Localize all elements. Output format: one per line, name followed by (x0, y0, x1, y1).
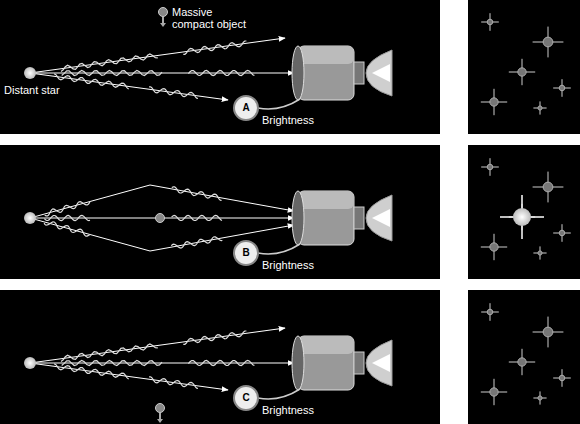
photon-wave (188, 70, 254, 75)
photon-wave (54, 364, 129, 379)
light-ray (30, 38, 285, 73)
observer-eye (366, 195, 392, 241)
photon-wave (44, 222, 90, 236)
telescope-body (298, 46, 354, 64)
telescope-aperture (292, 191, 304, 245)
compact-object (159, 8, 168, 17)
background-star (490, 243, 498, 251)
photon-wave (62, 360, 162, 365)
object-label: Massive compact object (172, 6, 252, 30)
brightness-gauge (234, 386, 258, 410)
sky-panel (468, 145, 580, 279)
photon-wave (45, 202, 90, 216)
observer-eye (366, 340, 392, 386)
observer-eye (372, 64, 390, 82)
panel-background (0, 0, 440, 134)
photon-wave (183, 331, 246, 344)
observer-eye (372, 354, 390, 372)
gauge-wire (258, 99, 300, 109)
photon-wave (44, 215, 90, 220)
background-star (490, 98, 498, 106)
panel-background (0, 290, 440, 424)
brightness-gauge (234, 96, 258, 120)
gauge-label: Brightness (262, 259, 314, 271)
gauge-wire (258, 244, 300, 254)
background-star (538, 106, 542, 110)
gauge-letter: A (235, 102, 257, 114)
gravity-arrow (159, 413, 161, 420)
gauge-label: Brightness (262, 404, 314, 416)
photon-wave (172, 187, 222, 201)
panel-background (0, 145, 440, 279)
light-ray (30, 73, 228, 100)
background-star (559, 230, 565, 236)
light-ray (30, 185, 294, 218)
sky-panel (468, 0, 580, 134)
gauge-wire (258, 389, 300, 399)
photon-wave (61, 54, 158, 71)
distant-star (24, 212, 36, 224)
eyepiece (354, 62, 364, 84)
gravity-arrow (162, 17, 164, 24)
gravity-arrow (157, 419, 163, 423)
photon-wave (61, 344, 158, 361)
background-star (487, 164, 493, 170)
telescope-aperture (292, 336, 304, 390)
background-star (487, 309, 493, 315)
background-star (538, 251, 542, 255)
gauge-letter: B (235, 247, 257, 259)
background-star (559, 375, 565, 381)
background-star (543, 327, 553, 337)
photon-wave (62, 70, 162, 75)
distant-star (24, 357, 36, 369)
background-star (490, 388, 498, 396)
gauge-letter: C (235, 392, 257, 404)
background-star (543, 37, 553, 47)
photon-wave (171, 237, 222, 248)
photon-wave (172, 215, 222, 220)
background-star (487, 19, 493, 25)
brightened-star (513, 208, 531, 226)
observer-eye (372, 209, 390, 227)
gravity-arrow (160, 23, 166, 27)
photon-wave (188, 360, 254, 365)
telescope-body (298, 191, 354, 245)
background-star (538, 396, 542, 400)
gauge-label: Brightness (262, 114, 314, 126)
telescope-aperture (292, 46, 304, 100)
telescope-body (298, 191, 354, 209)
distant-star (24, 67, 36, 79)
telescope-body (298, 46, 354, 100)
observer-eye (366, 50, 392, 96)
star-label: Distant star (4, 84, 60, 96)
photon-wave (149, 87, 198, 99)
photon-wave (149, 377, 198, 389)
brightness-gauge (234, 241, 258, 265)
compact-object (156, 404, 165, 413)
background-star (543, 182, 553, 192)
telescope-body (298, 336, 354, 390)
eyepiece (354, 207, 364, 229)
photon-wave (183, 41, 246, 54)
background-star (559, 85, 565, 91)
eyepiece (354, 352, 364, 374)
telescope-body (298, 336, 354, 354)
light-ray (30, 328, 285, 363)
light-ray (30, 363, 228, 390)
background-star (518, 358, 526, 366)
photon-wave (54, 74, 129, 89)
sky-panel (468, 290, 580, 424)
compact-object (156, 214, 165, 223)
background-star (518, 68, 526, 76)
